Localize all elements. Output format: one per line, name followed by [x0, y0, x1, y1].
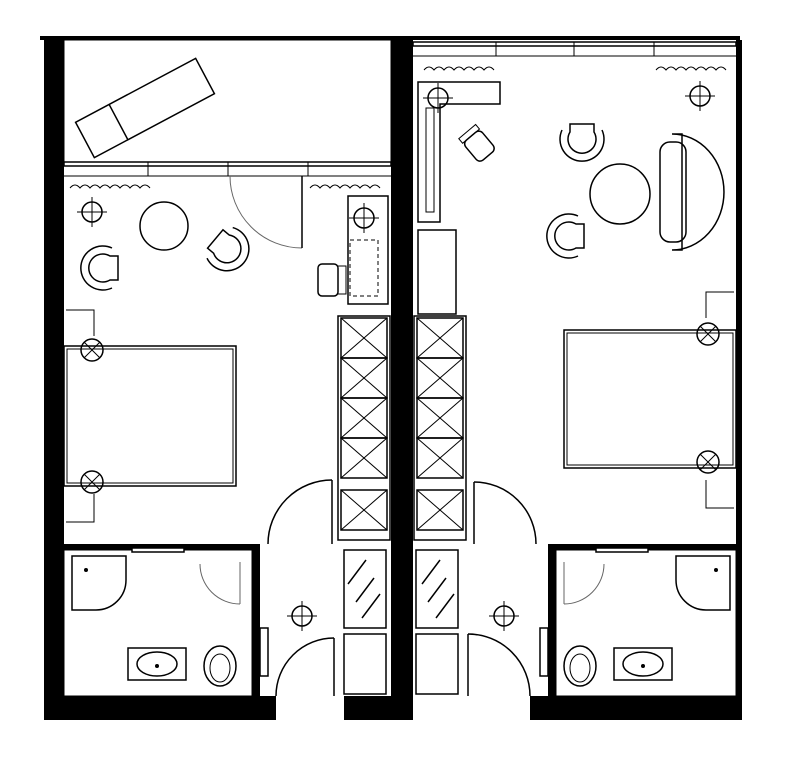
door-swing-icon — [473, 481, 537, 545]
door-swing-icon — [199, 563, 241, 605]
curtain-icon — [309, 184, 381, 189]
cabinet — [415, 633, 459, 695]
bedside-light-icon — [80, 470, 104, 494]
window-right — [412, 41, 737, 57]
door-swing-icon — [467, 633, 531, 697]
entry-left — [259, 549, 387, 697]
cabinet — [343, 633, 387, 695]
bathroom-right — [555, 547, 737, 697]
sun-lounger — [74, 57, 216, 159]
right-room — [412, 41, 737, 697]
armchair — [80, 245, 119, 291]
ceiling-light-icon — [684, 80, 716, 112]
door-swing-icon — [267, 479, 333, 545]
outer-walls — [40, 36, 742, 720]
shower-tray-icon — [675, 555, 731, 611]
door-swing-icon — [229, 175, 303, 249]
desk-chair — [458, 123, 495, 162]
curtain-icon — [655, 66, 727, 71]
bed-left — [63, 345, 237, 487]
wardrobe-cross-icon — [340, 317, 388, 359]
toilet-icon — [203, 645, 237, 687]
bathroom-walls — [64, 544, 738, 704]
wardrobe-cross-icon — [340, 489, 388, 531]
coffee-table — [589, 163, 651, 225]
armchair — [200, 221, 259, 281]
luggage-rack — [343, 549, 387, 629]
entry-right — [415, 549, 549, 697]
wardrobe-cross-icon — [340, 437, 388, 479]
wardrobe-cross-icon — [416, 317, 464, 359]
wardrobe-cross-icon — [416, 437, 464, 479]
desk-right — [417, 81, 501, 223]
side-table — [139, 201, 189, 251]
luggage-rack — [415, 549, 459, 629]
curtain-icon — [69, 184, 151, 189]
sofa — [659, 133, 725, 251]
ceiling-light-icon — [76, 196, 108, 228]
door-swing-icon — [563, 563, 605, 605]
washbasin-icon — [613, 647, 673, 681]
washbasin-icon — [127, 647, 187, 681]
curtain-icon — [423, 66, 495, 71]
wardrobe-cross-icon — [340, 357, 388, 399]
ceiling-light-icon — [348, 202, 380, 234]
bedside-light-icon — [696, 450, 720, 474]
wardrobe-cross-icon — [416, 489, 464, 531]
left-room — [63, 39, 392, 697]
bathroom-left — [63, 547, 253, 697]
wardrobe-cross-icon — [416, 397, 464, 439]
bedside-light-icon — [80, 338, 104, 362]
wardrobe-right — [413, 315, 467, 541]
desk-chair — [317, 263, 347, 297]
armchair — [559, 123, 605, 162]
ceiling-light-icon — [488, 600, 520, 632]
wardrobe-left — [337, 315, 391, 541]
bedside-light-icon — [696, 322, 720, 346]
door-swing-icon — [275, 637, 335, 697]
toilet-icon — [563, 645, 597, 687]
armchair — [546, 213, 585, 259]
shower-tray-icon — [71, 555, 127, 611]
ceiling-light-icon — [286, 600, 318, 632]
wardrobe-cross-icon — [340, 397, 388, 439]
minibar-unit — [417, 229, 457, 315]
desk-left — [347, 195, 389, 305]
window-left — [63, 161, 392, 177]
bed-right — [563, 329, 737, 469]
wardrobe-cross-icon — [416, 357, 464, 399]
